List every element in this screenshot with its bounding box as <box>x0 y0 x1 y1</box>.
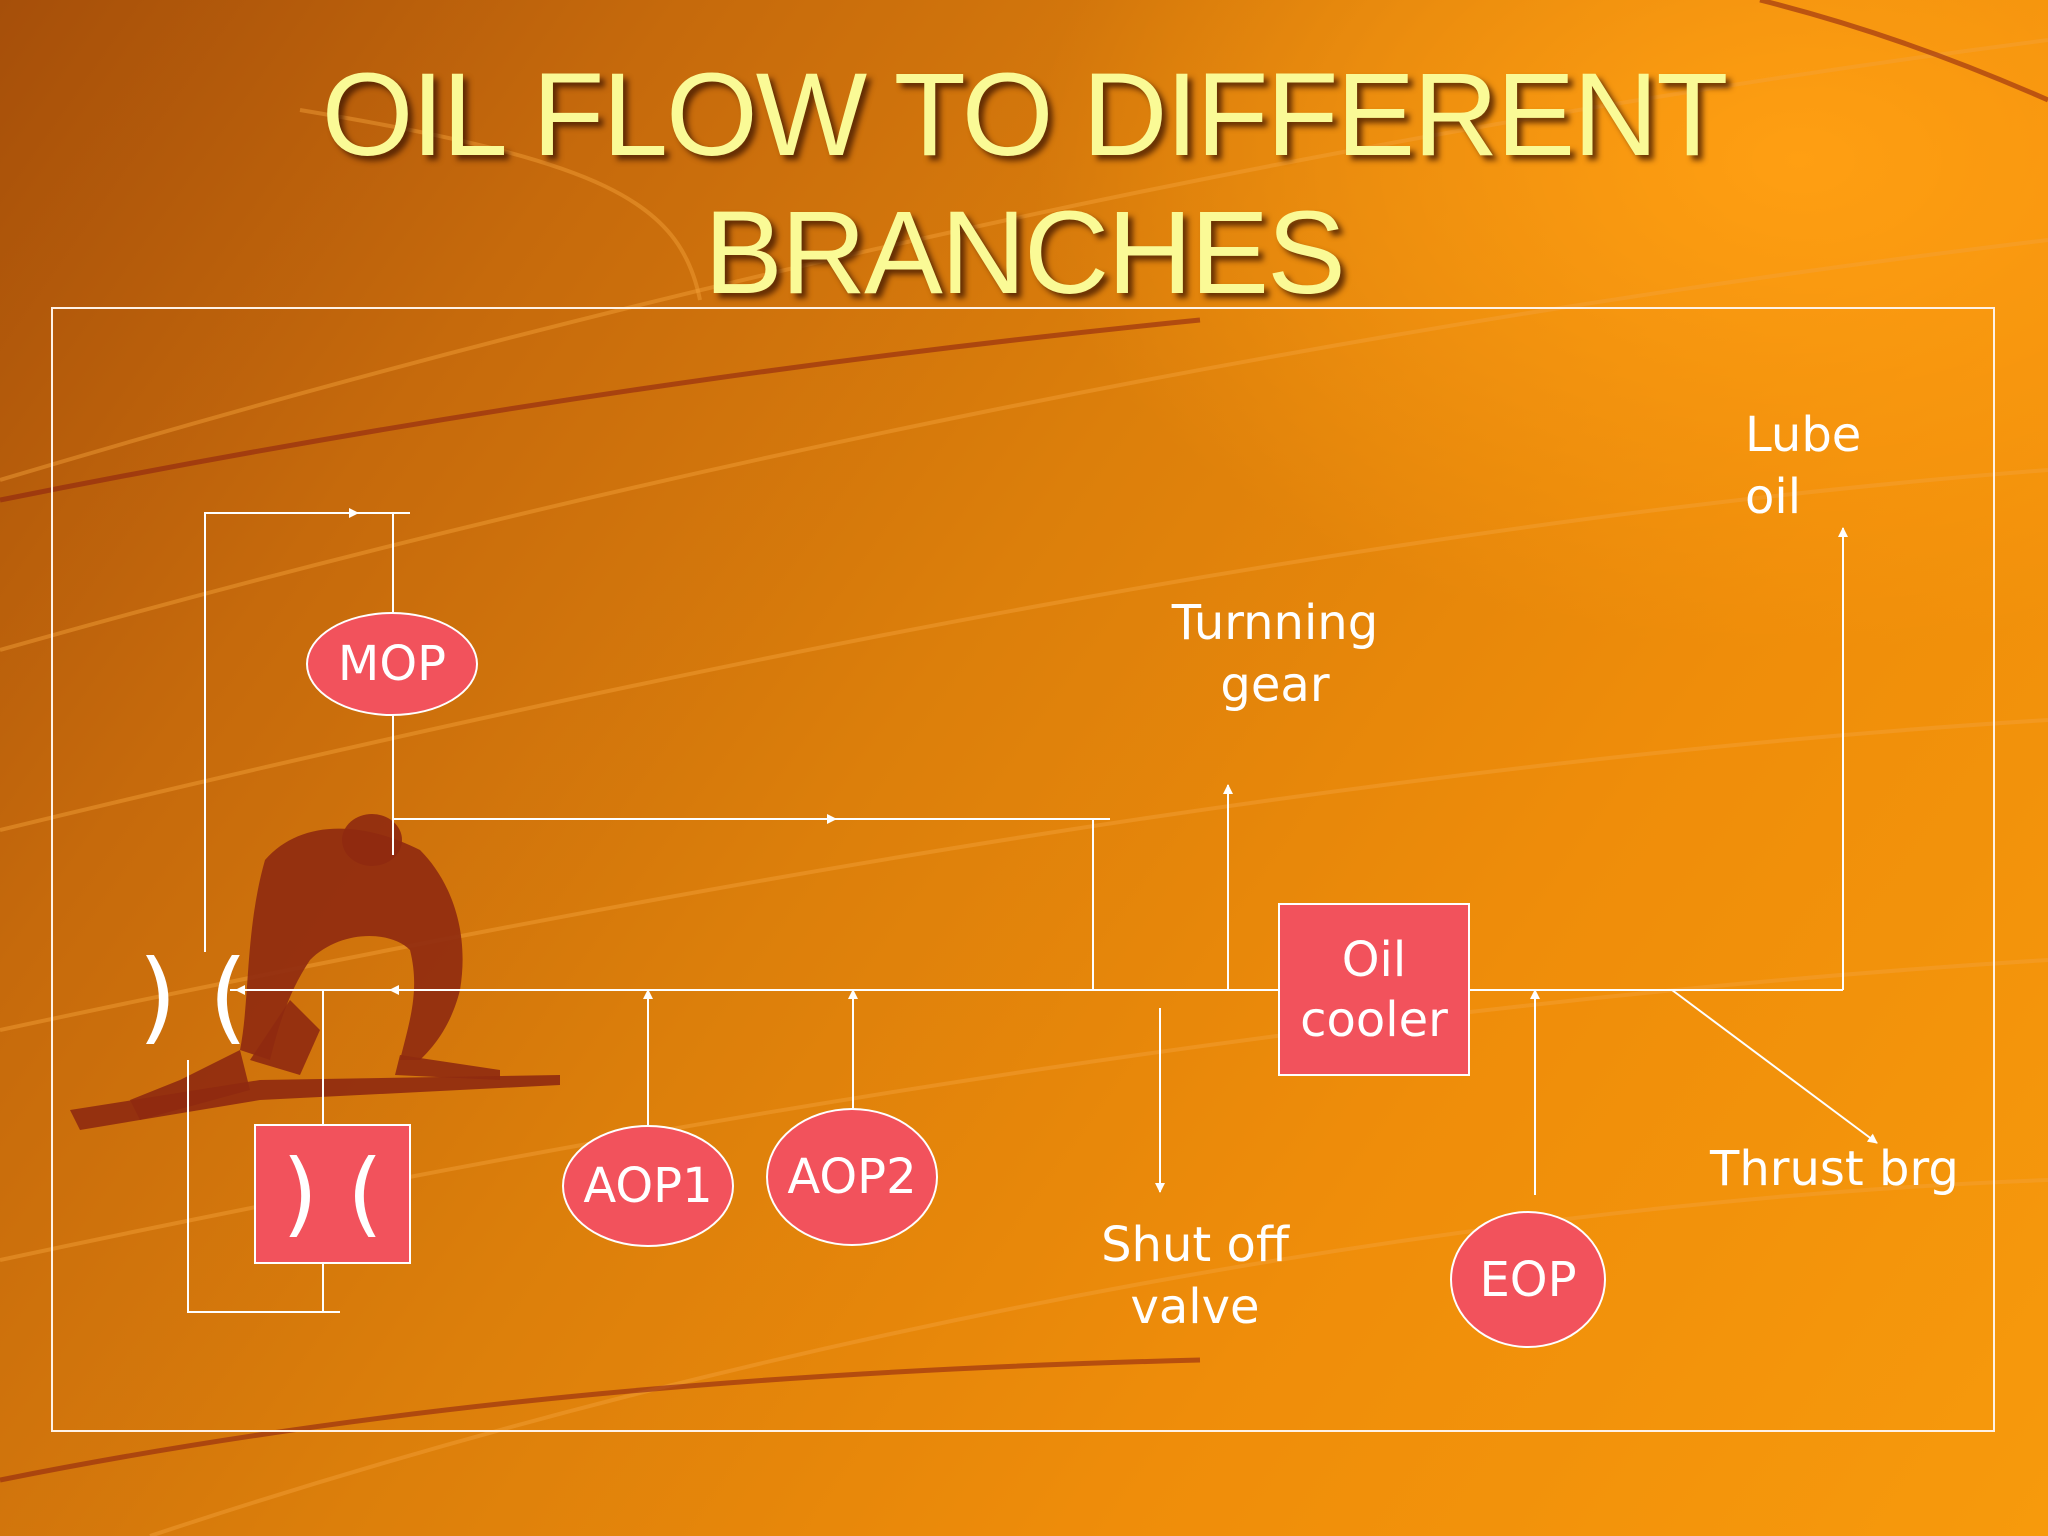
swoosh-dark-line <box>0 1357 1201 1483</box>
shutoff-valve-label: Shut off valve <box>1075 1214 1315 1338</box>
orifice-symbol: ) ( <box>281 1140 384 1247</box>
strainer-symbol: ) ( <box>138 938 248 1055</box>
oil-cooler-line2: cooler <box>1300 991 1448 1048</box>
mop-node: MOP <box>306 612 478 716</box>
oil-cooler-box: Oil cooler <box>1278 903 1470 1076</box>
swoosh-line <box>149 1178 2048 1536</box>
aop2-label: AOP2 <box>787 1149 917 1205</box>
shutoff-valve-line1: Shut off <box>1101 1217 1289 1273</box>
turning-gear-line1: Turnning <box>1171 595 1379 651</box>
mop-label: MOP <box>337 636 447 692</box>
oil-cooler-line1: Oil <box>1341 931 1407 988</box>
thrust-brg-label: Thrust brg <box>1710 1141 1959 1197</box>
swoosh-line <box>0 38 2048 482</box>
swoosh-line <box>0 468 2048 832</box>
eop-label: EOP <box>1479 1251 1577 1308</box>
diagram-frame <box>51 307 1995 1432</box>
orifice-bypass-loop <box>187 1060 340 1313</box>
aop1-label: AOP1 <box>583 1158 713 1214</box>
swoosh-line <box>0 238 2048 652</box>
lube-oil-line1: Lube <box>1745 407 1862 463</box>
turning-gear-line2: gear <box>1220 657 1330 713</box>
aop2-node: AOP2 <box>766 1108 938 1246</box>
runner-silhouette <box>70 814 560 1130</box>
swoosh-line <box>0 718 2048 1032</box>
swoosh-dark-line <box>0 317 1201 503</box>
swoosh-line <box>299 108 702 301</box>
orifice-box: ) ( <box>254 1124 411 1264</box>
aop1-node: AOP1 <box>562 1125 734 1247</box>
eop-node: EOP <box>1450 1211 1606 1348</box>
slide-title-line2: BRANCHES <box>704 187 1346 319</box>
slide-title: OIL FLOW TO DIFFERENT BRANCHES <box>0 46 2048 322</box>
slide-title-line1: OIL FLOW TO DIFFERENT <box>321 49 1729 181</box>
lube-oil-line2: oil <box>1745 469 1802 525</box>
thrust-brg-branch <box>1671 989 1878 1144</box>
shutoff-valve-line2: valve <box>1130 1279 1260 1335</box>
mop-return-loop <box>204 512 410 952</box>
lube-oil-label: Lube oil <box>1745 404 1861 528</box>
swoosh-dark-line <box>1759 0 2048 103</box>
turning-gear-label: Turnning gear <box>1150 592 1400 716</box>
